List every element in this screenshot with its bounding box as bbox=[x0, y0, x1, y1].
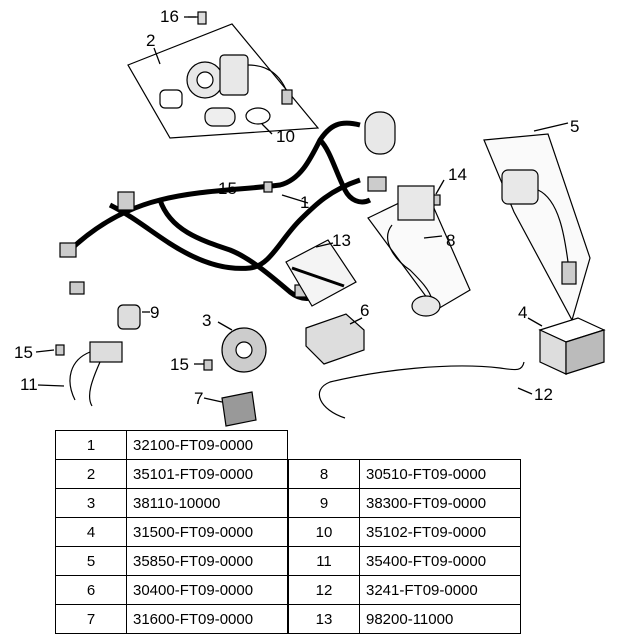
part-2-ignition-switch-set bbox=[127, 23, 320, 139]
callout-number: 3 bbox=[202, 311, 211, 330]
part-code-cell: 31600-FT09-0000 bbox=[126, 604, 288, 634]
part-number-cell: 10 bbox=[288, 517, 360, 547]
part-number-cell: 5 bbox=[55, 546, 127, 576]
part-code-cell: 98200-11000 bbox=[359, 604, 521, 634]
callout-number: 15 bbox=[218, 179, 237, 198]
part-11-sub-harness bbox=[69, 341, 123, 407]
part-number-cell: 6 bbox=[55, 575, 127, 605]
relay-cylinder bbox=[364, 111, 396, 155]
part-code-cell: 32100-FT09-0000 bbox=[126, 430, 288, 460]
part-9-flasher-relay bbox=[117, 304, 141, 330]
callout-number: 10 bbox=[276, 127, 295, 146]
part-5-starter-relay bbox=[483, 133, 591, 322]
callout-number: 8 bbox=[446, 231, 455, 250]
part-3-horn bbox=[221, 327, 267, 373]
part-code-cell: 35850-FT09-0000 bbox=[126, 546, 288, 576]
part-15-bolt bbox=[55, 344, 65, 356]
part-16-bolt bbox=[188, 11, 207, 25]
callout-number: 16 bbox=[160, 7, 179, 26]
part-number-cell: 1 bbox=[55, 430, 127, 460]
part-8-ignition-coil bbox=[367, 185, 471, 317]
callout-number: 15 bbox=[170, 355, 189, 374]
part-code-cell: 30400-FT09-0000 bbox=[126, 575, 288, 605]
part-15-bolt bbox=[263, 181, 273, 193]
part-number-cell: 9 bbox=[288, 488, 360, 518]
callout-number: 12 bbox=[534, 385, 553, 404]
part-code-cell: 30510-FT09-0000 bbox=[359, 459, 521, 489]
callout-number: 7 bbox=[194, 389, 203, 408]
part-code-cell: 3241-FT09-0000 bbox=[359, 575, 521, 605]
callout-number: 6 bbox=[360, 301, 369, 320]
part-15-bolt bbox=[203, 359, 213, 371]
part-6-cdi-unit bbox=[305, 313, 365, 365]
callout-number: 15 bbox=[14, 343, 33, 362]
part-7-regulator bbox=[221, 391, 257, 427]
callout-number: 9 bbox=[150, 303, 159, 322]
part-number-cell: 2 bbox=[55, 459, 127, 489]
callout-number: 14 bbox=[448, 165, 467, 184]
part-code-cell: 31500-FT09-0000 bbox=[126, 517, 288, 547]
callout-number: 1 bbox=[300, 193, 309, 212]
part-13-cable-band bbox=[285, 239, 357, 307]
leader-lines bbox=[35, 16, 569, 403]
callout-number: 13 bbox=[332, 231, 351, 250]
part-4-battery bbox=[538, 317, 606, 375]
part-code-cell: 35101-FT09-0000 bbox=[126, 459, 288, 489]
callout-number: 11 bbox=[20, 375, 38, 394]
part-number-cell: 8 bbox=[288, 459, 360, 489]
part-number-cell: 13 bbox=[288, 604, 360, 634]
part-number-cell: 3 bbox=[55, 488, 127, 518]
part-code-cell: 35400-FT09-0000 bbox=[359, 546, 521, 576]
part-number-cell: 4 bbox=[55, 517, 127, 547]
callout-number: 2 bbox=[146, 31, 155, 50]
part-code-cell: 35102-FT09-0000 bbox=[359, 517, 521, 547]
part-number-cell: 7 bbox=[55, 604, 127, 634]
part-number-cell: 11 bbox=[288, 546, 360, 576]
callout-number: 4 bbox=[518, 303, 527, 322]
part-code-cell: 38300-FT09-0000 bbox=[359, 488, 521, 518]
callout-number: 5 bbox=[570, 117, 579, 136]
part-number-cell: 12 bbox=[288, 575, 360, 605]
part-code-cell: 38110-10000 bbox=[126, 488, 288, 518]
part-12-cable bbox=[318, 361, 525, 419]
